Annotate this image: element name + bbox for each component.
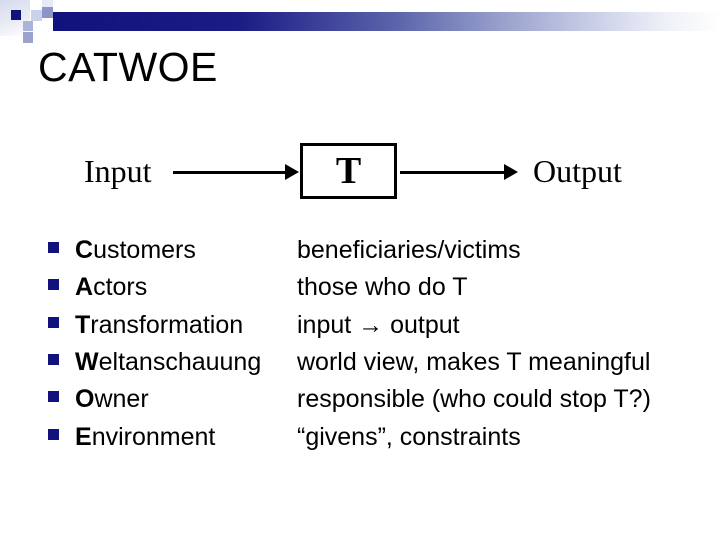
t-box-label: T [335, 150, 362, 192]
catwoe-description: beneficiaries/victims [297, 236, 521, 264]
catwoe-term-lead-letter: C [75, 236, 94, 264]
bullet-square-icon [48, 316, 59, 328]
deco-pixel-square-icon [11, 10, 21, 20]
bullet-square-icon [48, 391, 59, 403]
arrow-shaft [400, 170, 504, 174]
catwoe-term-lead-letter: O [75, 385, 95, 414]
bullet-square-icon [48, 279, 59, 291]
deco-pixel-square-icon [31, 10, 42, 21]
catwoe-term-rest: wner [94, 385, 149, 414]
catwoe-term-lead-letter: A [75, 273, 94, 302]
bullet-square-icon [48, 428, 59, 440]
catwoe-term: Customers [75, 232, 196, 269]
catwoe-description: “givens”, constraints [297, 422, 521, 451]
right-arrow-icon [173, 164, 299, 180]
list-item: Environment “givens”, constraints [0, 419, 720, 457]
arrow-shaft [173, 170, 285, 174]
arrow-head-icon [285, 164, 299, 180]
right-arrow-icon [400, 164, 518, 180]
catwoe-term-rest: ctors [93, 273, 148, 302]
list-item: Actors those who do T [0, 269, 720, 307]
catwoe-description: input → output [297, 310, 460, 339]
list-item: Transformation input → output [0, 307, 720, 345]
input-label: Input [84, 153, 152, 189]
catwoe-term: Environment [75, 419, 215, 456]
catwoe-description: those who do T [297, 273, 468, 302]
bullet-square-icon [48, 353, 59, 365]
header-gradient-bar [53, 12, 720, 31]
catwoe-term: Weltanschauung [75, 344, 261, 381]
catwoe-term-lead-letter: W [75, 347, 99, 376]
catwoe-term-rest: ustomers [93, 236, 196, 264]
deco-pixel-square-icon [23, 32, 33, 43]
list-item: Owner responsible (who could stop T?) [0, 381, 720, 419]
catwoe-term-rest: eltanschauung [98, 347, 262, 376]
catwoe-description: responsible (who could stop T?) [297, 385, 651, 414]
catwoe-term-lead-letter: T [75, 310, 91, 339]
deco-pixel-square-icon [23, 21, 33, 31]
list-item: Weltanschauung world view, makes T meanin… [0, 344, 720, 382]
page-title: CATWOE [38, 44, 218, 90]
catwoe-term: Owner [75, 381, 149, 418]
list-item: Customers beneficiaries/victims [0, 232, 720, 270]
catwoe-description: world view, makes T meaningful [297, 347, 651, 376]
catwoe-term: Transformation [75, 307, 243, 344]
bullet-square-icon [48, 242, 59, 253]
t-box: T [300, 143, 397, 199]
deco-pixel-square-icon [42, 7, 53, 18]
catwoe-term: Actors [75, 269, 147, 306]
catwoe-term-lead-letter: E [75, 422, 92, 451]
arrow-head-icon [504, 164, 518, 180]
output-label: Output [533, 153, 622, 189]
deco-pixel-square-icon [42, 0, 53, 7]
catwoe-term-rest: ransformation [90, 310, 244, 339]
catwoe-term-rest: nvironment [91, 422, 216, 451]
